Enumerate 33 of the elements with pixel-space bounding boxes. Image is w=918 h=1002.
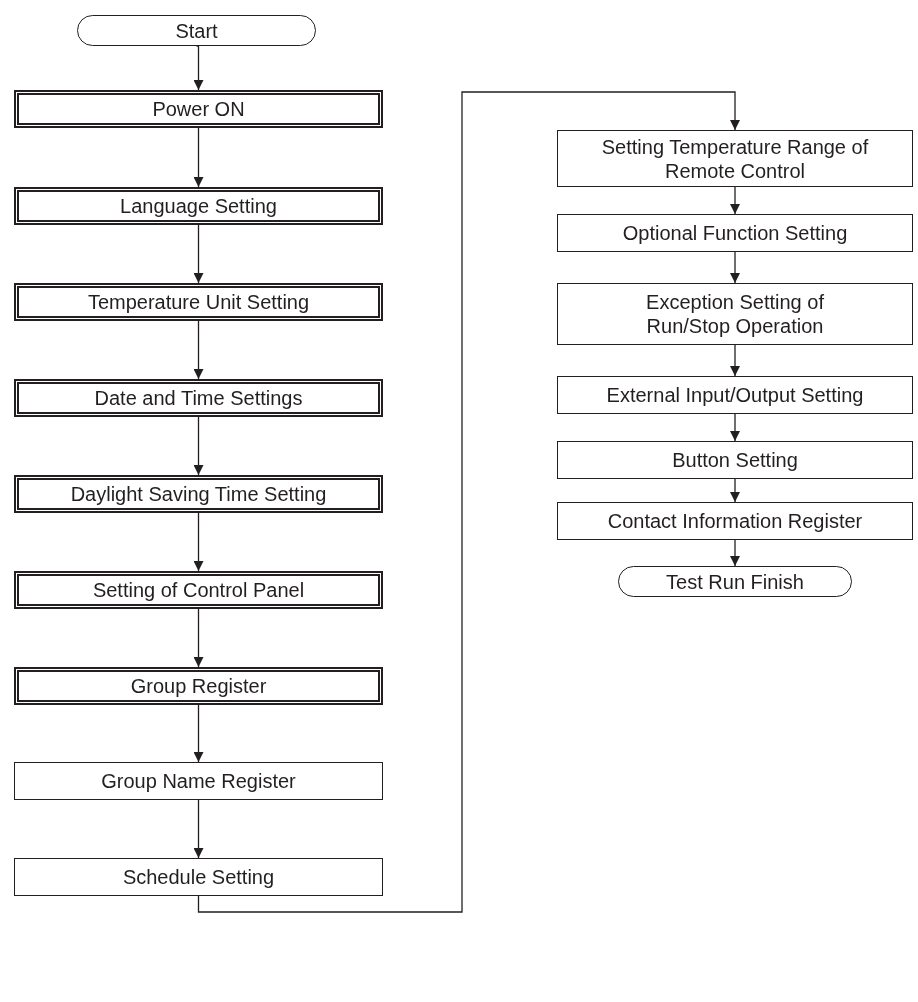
- process-box: External Input/Output Setting: [557, 376, 913, 414]
- arrow: [730, 251, 740, 284]
- arrow: [730, 186, 740, 215]
- arrow: [730, 344, 740, 377]
- arrow: [193, 608, 204, 668]
- arrow: [730, 478, 740, 503]
- process-box: Contact Information Register: [557, 502, 913, 540]
- arrow: [730, 539, 740, 567]
- predefined-process-box: Temperature Unit Setting: [14, 283, 383, 321]
- predefined-process-box: Power ON: [14, 90, 383, 128]
- process-box: Button Setting: [557, 441, 913, 479]
- arrow: [193, 320, 204, 380]
- arrow: [193, 127, 204, 188]
- arrow: [193, 799, 204, 859]
- process-box: Schedule Setting: [14, 858, 383, 896]
- arrow: [193, 704, 204, 763]
- terminal-box: Test Run Finish: [618, 566, 852, 597]
- arrow: [730, 413, 740, 442]
- predefined-process-box: Setting of Control Panel: [14, 571, 383, 609]
- process-box: Group Name Register: [14, 762, 383, 800]
- arrow: [193, 416, 204, 476]
- arrow: [193, 224, 204, 284]
- arrow: [197, 91, 740, 913]
- predefined-process-box: Group Register: [14, 667, 383, 705]
- process-box: Exception Setting of Run/Stop Operation: [557, 283, 913, 345]
- predefined-process-box: Language Setting: [14, 187, 383, 225]
- terminal-box: Start: [77, 15, 316, 46]
- process-box: Optional Function Setting: [557, 214, 913, 252]
- arrow: [193, 512, 204, 572]
- predefined-process-box: Date and Time Settings: [14, 379, 383, 417]
- predefined-process-box: Daylight Saving Time Setting: [14, 475, 383, 513]
- process-box: Setting Temperature Range of Remote Control: [557, 130, 913, 187]
- arrow: [193, 45, 204, 91]
